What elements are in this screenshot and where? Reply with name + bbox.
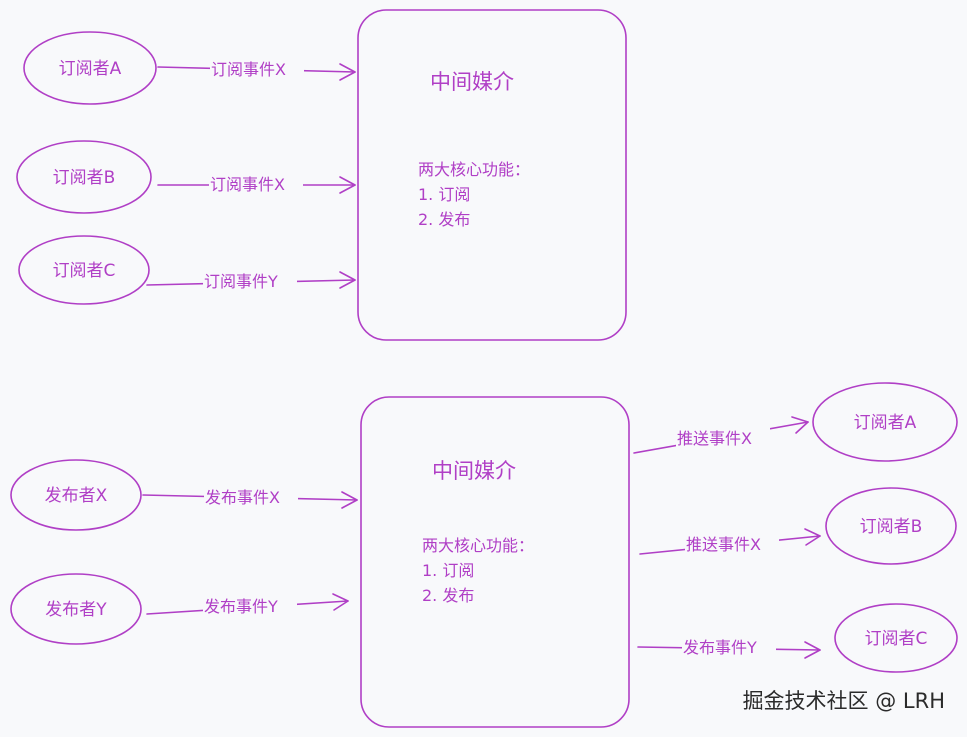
bottom-hub-title: 中间媒介 [432,459,516,483]
top-subscriber-b: 订阅者B [16,140,152,214]
bottom-publisher-x: 发布者X [10,459,142,531]
top-hub-item-1: 1. 订阅 [418,185,470,204]
bottom-subscriber-c-node [834,603,958,673]
bottom-out-edge-3: 发布事件Y [637,636,821,659]
bottom-out-edge-3-arrowhead [804,641,821,659]
bottom-publisher-y: 发布者Y [10,573,142,645]
top-edge-1-arrowhead [339,63,356,81]
bottom-in-edge-2-arrowhead [332,593,349,611]
bottom-subscriber-b-label: 订阅者B [860,517,923,537]
top-subscriber-a-label: 订阅者A [59,59,122,79]
bottom-out-edge-2-label-bg [685,533,779,555]
top-subscriber-b-node [16,140,152,214]
bottom-in-edge-1-label-bg [204,486,298,508]
top-edge-1-label-bg [210,58,304,80]
top-edge-2: 订阅事件X [157,173,356,195]
bottom-in-edge-2-label: 发布事件Y [204,597,278,616]
bottom-in-edge-2-label-bg [203,595,297,617]
bottom-in-edge-1-arrowhead [341,491,358,509]
bottom-out-edge-1: 推送事件X [633,416,809,454]
top-edge-2-label-bg [209,173,303,195]
top-edge-3-label: 订阅事件Y [204,272,278,291]
bottom-publisher-y-node [10,573,142,645]
top-edge-2-arrowhead [339,176,356,194]
bottom-publisher-x-label: 发布者X [45,486,108,506]
bottom-out-edge-3-label-bg [682,636,776,658]
top-subscriber-c-node [18,235,150,305]
bottom-out-edge-3-label: 发布事件Y [683,638,757,657]
top-hub-box [357,9,627,341]
bottom-subscriber-a-label: 订阅者A [854,413,917,433]
top-edge-3: 订阅事件Y [146,270,356,292]
bottom-subscriber-c-label: 订阅者C [865,629,928,649]
top-edge-3-label-bg [203,270,297,292]
bottom-in-edge-1-label: 发布事件X [205,488,280,507]
bottom-hub-item-1: 1. 订阅 [422,561,474,580]
top-subscriber-c-label: 订阅者C [53,261,116,281]
bottom-hub-box [360,396,630,728]
top-diagram: 中间媒介 两大核心功能： 1. 订阅 2. 发布 订阅者A 订阅者B 订阅者C … [16,9,627,341]
bottom-out-edge-2-arrowhead [804,528,821,546]
bottom-out-edge-1-label-bg [676,427,770,449]
top-hub-title: 中间媒介 [430,70,514,94]
bottom-publisher-x-node [10,459,142,531]
top-edge-1: 订阅事件X [157,58,356,81]
top-edge-1-label: 订阅事件X [211,60,286,79]
bottom-out-edge-1-label: 推送事件X [677,429,752,448]
top-hub-heading: 两大核心功能： [418,160,530,179]
bottom-in-edge-2: 发布事件Y [146,593,349,617]
bottom-in-edge-1: 发布事件X [142,486,358,509]
bottom-subscriber-c: 订阅者C [834,603,958,673]
bottom-publisher-y-label: 发布者Y [45,600,107,620]
bottom-subscriber-a-node [812,382,958,462]
bottom-subscriber-a: 订阅者A [812,382,958,462]
bottom-hub-item-2: 2. 发布 [422,586,474,605]
bottom-diagram: 中间媒介 两大核心功能： 1. 订阅 2. 发布 发布者X 发布者Y 发布事件X… [10,382,958,728]
bottom-out-edge-2-label: 推送事件X [686,535,761,554]
top-hub-item-2: 2. 发布 [418,210,470,229]
bottom-out-edge-1-arrowhead [791,416,809,434]
top-subscriber-b-label: 订阅者B [53,168,116,188]
bottom-hub-heading: 两大核心功能： [422,536,534,555]
bottom-out-edge-2: 推送事件X [639,528,821,555]
top-subscriber-c: 订阅者C [18,235,150,305]
bottom-subscriber-b-node [825,487,957,565]
bottom-subscriber-b: 订阅者B [825,487,957,565]
watermark: 掘金技术社区 @ LRH [742,689,945,713]
top-edge-3-arrowhead [339,271,356,289]
top-edge-2-label: 订阅事件X [210,175,285,194]
top-subscriber-a-node [23,31,157,105]
top-subscriber-a: 订阅者A [23,31,157,105]
